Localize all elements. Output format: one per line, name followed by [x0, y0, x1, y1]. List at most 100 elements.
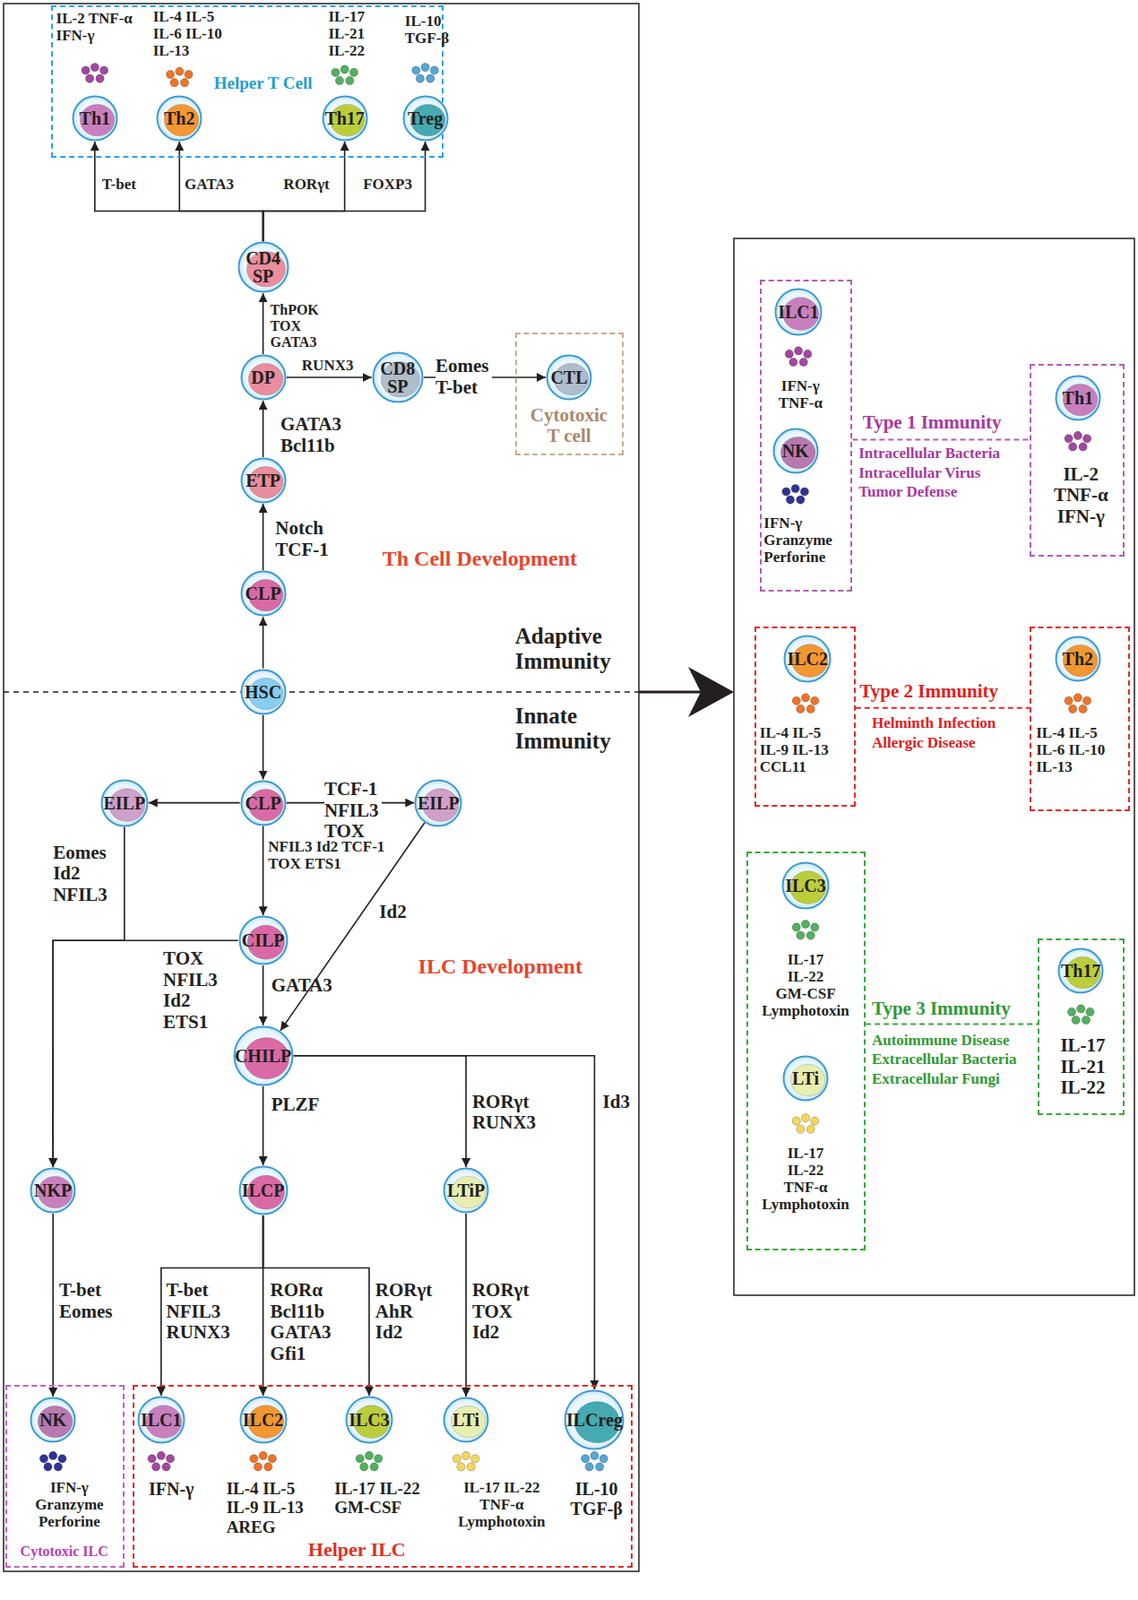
cell-circle: NKP — [29, 1166, 77, 1214]
cell-membrane — [137, 1396, 184, 1443]
cytokine-dot — [581, 1454, 590, 1463]
cell-membrane — [784, 1055, 828, 1100]
cell-membrane — [72, 96, 117, 141]
cytokine-dot — [806, 931, 815, 940]
cell-circle: Th1IL-2 TNF-α IFN-γ — [1054, 374, 1102, 422]
edge-label: T-bet Eomes — [59, 1279, 116, 1322]
arrow-connector — [51, 1213, 54, 1397]
cytokine-dot — [456, 1462, 466, 1471]
cytokine-dot — [801, 693, 810, 702]
cell-membrane — [239, 1166, 287, 1215]
arrow-connector — [52, 939, 238, 1167]
cytokine-dot — [258, 1450, 268, 1459]
cytokine-dots — [782, 483, 810, 504]
cytokine-dot — [184, 69, 193, 78]
cytokine-list: IL-4 IL-5 IL-6 IL-10 IL-13 — [153, 8, 225, 60]
cell-name: ILCP — [240, 1181, 286, 1199]
cytokine-dots — [452, 1450, 480, 1471]
cell-name: DP — [250, 368, 277, 387]
group-box: Th17IL-17 IL-21 IL-22 — [1037, 938, 1125, 1115]
cell-circle: ILC2IL-4 IL-5 IL-9 IL-13 CCL11 — [783, 634, 832, 683]
cytokine-dot — [1073, 431, 1082, 440]
cell-circle: ETP — [240, 456, 287, 504]
cell-membrane — [238, 242, 288, 293]
cell-circle: ILC3IL-17 IL-22 GM-CSF — [344, 1395, 394, 1444]
cell-body — [376, 355, 420, 399]
cell-circle: CD8 SP — [371, 351, 424, 404]
cell-name: CLP — [243, 793, 283, 812]
cytokine-dot — [43, 1462, 52, 1471]
arrow-connector — [293, 1055, 595, 1389]
cell-name: Th17 — [323, 109, 367, 128]
edge-label: Id3 — [603, 1091, 634, 1113]
cell-body — [786, 1059, 825, 1097]
cell-name: LTi — [450, 1410, 482, 1429]
edge-label: Eomes Id2 NFIL3 — [52, 842, 111, 906]
cytokine-dot — [796, 931, 805, 940]
cytokine-dots — [1064, 693, 1092, 714]
cell-membrane — [403, 96, 448, 141]
cytokine-dot — [331, 68, 340, 77]
cytokine-dot — [90, 63, 99, 72]
cytokine-dots — [792, 919, 820, 940]
group-box: ILC2IL-4 IL-5 IL-9 IL-13 CCL11 — [754, 626, 856, 807]
cell-membrane — [31, 1397, 76, 1442]
cytokine-list: IFN-γ TNF-α — [776, 377, 825, 412]
cell-membrane — [1059, 948, 1104, 993]
cell-membrane — [241, 355, 285, 400]
cell-body — [244, 461, 283, 500]
cytokine-dot — [801, 1113, 810, 1122]
cytokine-dot — [789, 357, 798, 366]
cell-membrane — [101, 779, 147, 826]
cytokine-dots — [81, 63, 109, 84]
cell-circle: CD4 SP — [237, 241, 290, 294]
cytokine-dot — [796, 495, 805, 504]
cell-membrane — [565, 1390, 624, 1449]
cell-membrane — [546, 355, 591, 400]
cell-circle: Th1IL-2 TNF-α IFN-γ — [71, 94, 119, 142]
cytokine-dot — [1081, 1015, 1090, 1024]
cell-name: CLP — [243, 584, 283, 603]
cell-name: CD8 SP — [379, 359, 417, 396]
cytokine-dot — [810, 922, 820, 932]
cell-membrane — [784, 636, 831, 682]
group-box: Cytotoxic ILCNKIFN-γ Granzyme Perforine — [5, 1384, 125, 1568]
cell-circle: NKIFN-γ Granzyme Perforine — [29, 1396, 77, 1443]
annotation-label: Extracellular Bacteria — [871, 1050, 1020, 1068]
cytokine-dot — [806, 1124, 815, 1133]
cell-name: CHILP — [232, 1046, 294, 1065]
cytokine-list: IL-17 IL-22 GM-CSF Lymphotoxin — [760, 950, 852, 1019]
arrow-connector — [262, 503, 265, 570]
cytokine-dot — [253, 1462, 262, 1471]
cytokine-dot — [340, 65, 349, 74]
edge-label: RORα Bcl11b GATA3 Gfi1 — [270, 1279, 336, 1364]
edge-label: ThPOK TOX GATA3 — [270, 301, 323, 351]
cytokine-dot — [1067, 1007, 1076, 1016]
cell-circle: DP — [240, 353, 287, 401]
cytokine-dot — [801, 919, 810, 928]
cell-nucleus — [780, 436, 815, 468]
edge-label: RORγt RUNX3 — [472, 1091, 540, 1134]
cell-name: ILC3 — [784, 876, 828, 895]
cell-membrane — [241, 571, 285, 616]
annotation-label: Autoimmune Disease — [871, 1031, 1013, 1049]
cell-name: ILC2 — [241, 1410, 285, 1429]
cell-name: Th1 — [77, 109, 113, 128]
arrow-connector — [293, 1055, 466, 1167]
cell-circle: TregIL-10 TGF-β — [402, 94, 449, 142]
cell-body — [160, 99, 199, 138]
cytokine-list: IL-4 IL-5 IL-9 IL-13 CCL11 — [759, 724, 832, 776]
edge-label: T-bet — [102, 175, 140, 193]
cell-membrane — [31, 1168, 76, 1213]
dashed-connector — [852, 438, 1030, 440]
edge-label: Type 1 Immunity — [862, 412, 1005, 434]
cytokine-dot — [1064, 696, 1073, 705]
cell-name: ILC1 — [776, 302, 821, 321]
arrow-connector — [262, 616, 265, 668]
cytokine-dot — [796, 1124, 805, 1133]
cytokine-dot — [95, 74, 104, 83]
cell-body — [76, 99, 114, 138]
arrow-connector — [262, 400, 265, 457]
